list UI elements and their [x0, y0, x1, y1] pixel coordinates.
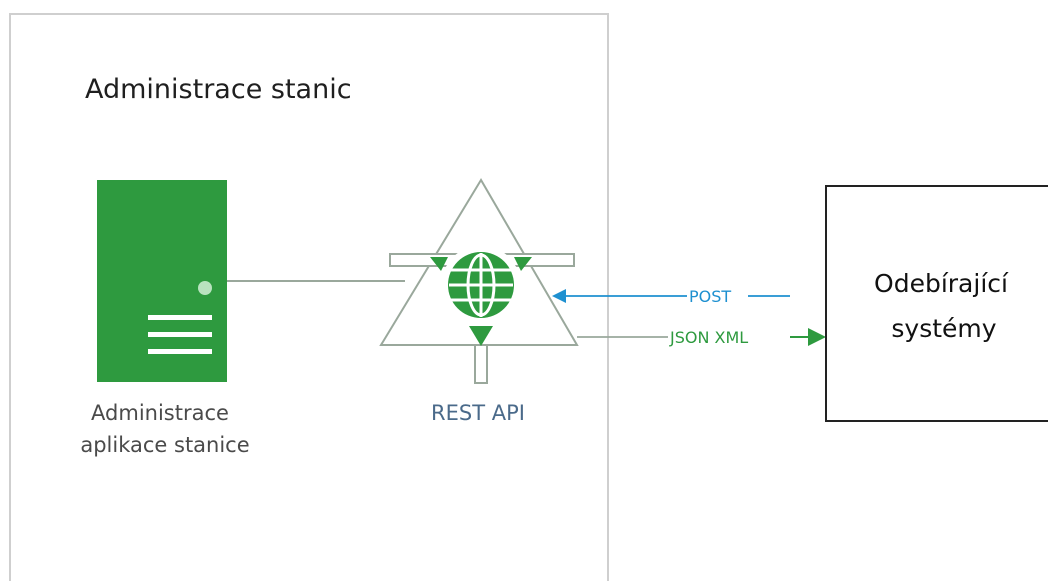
response-label: JSON XML — [669, 328, 748, 347]
external-systems-box — [825, 185, 1048, 422]
globe-icon — [379, 178, 579, 384]
response-arrow — [577, 328, 826, 346]
server-caption-line-1: Administrace — [91, 401, 229, 425]
external-label-line-2: systémy — [891, 314, 996, 343]
server-caption-line-2: aplikace stanice — [80, 433, 249, 457]
server-icon — [97, 180, 227, 382]
post-label: POST — [689, 287, 731, 306]
station-admin-frame — [9, 13, 609, 581]
external-label-line-1: Odebírající — [874, 269, 1009, 298]
api-caption: REST API — [431, 401, 525, 425]
frame-title: Administrace stanic — [85, 74, 352, 105]
post-arrow — [552, 289, 790, 303]
